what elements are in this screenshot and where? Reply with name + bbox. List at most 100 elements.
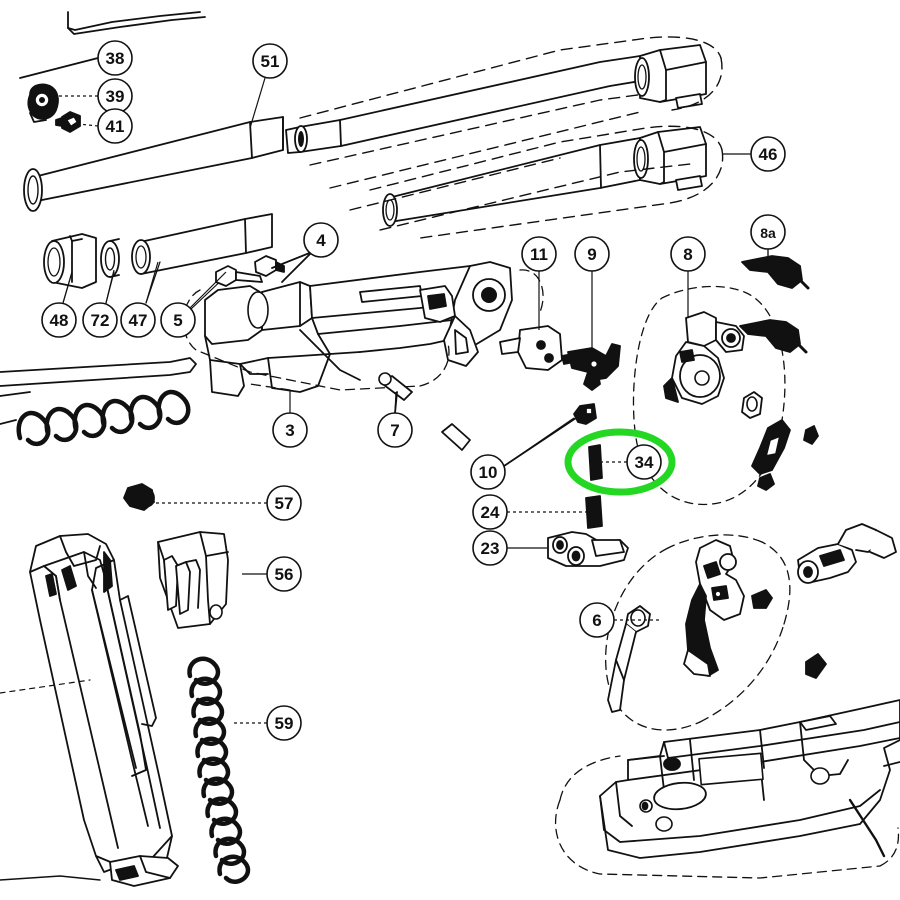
callout-bubble-47[interactable] <box>120 302 156 338</box>
callout-bubble-51[interactable] <box>252 43 288 79</box>
callout-leader-72 <box>105 269 115 304</box>
callout-51[interactable]: 51 <box>249 43 288 129</box>
callout-bubble-24[interactable] <box>472 494 508 530</box>
callout-3[interactable]: 3 <box>272 390 308 448</box>
callout-bubble-7[interactable] <box>377 412 413 448</box>
callout-bubble-38[interactable] <box>97 40 133 76</box>
callout-label-72: 72 <box>91 311 110 330</box>
callout-leader-10 <box>503 417 575 467</box>
callout-bubble-56[interactable] <box>266 556 302 592</box>
callout-label-7: 7 <box>390 421 399 440</box>
callout-6[interactable]: 6 <box>579 602 662 638</box>
part-3-chamber-body <box>204 261 513 397</box>
part-8-group-outline <box>632 285 786 506</box>
callout-bubble-48[interactable] <box>41 302 77 338</box>
callout-8a[interactable]: 8a <box>750 214 786 268</box>
callout-41[interactable]: 41 <box>77 108 133 144</box>
callout-bubble-72[interactable] <box>82 302 118 338</box>
callout-9[interactable]: 9 <box>574 236 610 352</box>
callout-label-11: 11 <box>530 245 548 264</box>
callout-8[interactable]: 8 <box>670 236 706 318</box>
callout-72[interactable]: 72 <box>82 269 118 338</box>
part-6-disconnector <box>751 523 897 609</box>
part-41-screw <box>55 111 81 133</box>
callout-bubble-8a[interactable] <box>750 214 786 250</box>
callout-bubble-11[interactable] <box>521 236 557 272</box>
part-9-sear <box>561 343 621 391</box>
callout-bubble-3[interactable] <box>272 412 308 448</box>
part-72-oring <box>100 238 120 278</box>
callout-label-23: 23 <box>481 539 500 558</box>
part-59-magazine-spring <box>187 656 251 884</box>
part-56-follower <box>157 531 229 629</box>
callout-bubble-9[interactable] <box>574 236 610 272</box>
callout-10[interactable]: 10 <box>470 417 575 490</box>
lower-tube-outline <box>349 125 724 239</box>
lower-receiver <box>599 699 900 859</box>
callout-label-5: 5 <box>173 311 182 330</box>
callout-bubble-57[interactable] <box>266 485 302 521</box>
part-47-inner-barrel <box>131 213 273 275</box>
callout-label-8: 8 <box>683 245 692 264</box>
magazine-body <box>29 533 173 879</box>
magazine-baseplate <box>109 855 179 887</box>
callout-34[interactable]: 34 <box>602 444 662 480</box>
callout-47[interactable]: 47 <box>120 261 159 338</box>
callout-bubble-5[interactable] <box>160 302 196 338</box>
callout-label-8a: 8a <box>760 225 776 241</box>
callout-bubble-10[interactable] <box>470 454 506 490</box>
callout-39[interactable]: 39 <box>45 78 133 114</box>
part-11-lever <box>499 325 563 371</box>
part-48-bushing <box>43 233 97 289</box>
callout-bubble-4[interactable] <box>303 222 339 258</box>
part-24-pin <box>585 495 603 529</box>
callout-leader-7 <box>394 391 397 414</box>
callout-bubble-6[interactable] <box>579 602 615 638</box>
callout-46[interactable]: 46 <box>722 136 786 172</box>
callout-leader-5 <box>187 271 227 311</box>
callout-4[interactable]: 4 <box>271 222 339 269</box>
recoil-spring-assembly <box>0 357 197 447</box>
callout-bubble-34[interactable] <box>626 444 662 480</box>
muzzle-block-lower <box>382 126 707 227</box>
part-51-outer-barrel <box>23 116 284 212</box>
callout-label-4: 4 <box>316 231 326 250</box>
callout-label-24: 24 <box>481 503 500 522</box>
callout-56[interactable]: 56 <box>242 556 302 592</box>
muzzle-block-upper <box>634 44 707 109</box>
part-6-pins-and-levers <box>607 605 827 713</box>
callout-bubble-41[interactable] <box>97 108 133 144</box>
callout-59[interactable]: 59 <box>232 705 302 741</box>
lower-left-detail <box>0 875 101 881</box>
callout-layer: 38 39 41 51 46 48 72 47 5 4 3 7 11 9 8 8a 10 34 24 23 6 57 56 5… <box>19 40 786 741</box>
callout-leader-4 <box>271 251 313 269</box>
callout-bubble-23[interactable] <box>472 530 508 566</box>
part-8-small-pieces <box>741 391 819 491</box>
callout-11[interactable]: 11 <box>521 236 557 330</box>
upper-tube-outline <box>299 36 722 189</box>
callout-bubble-59[interactable] <box>266 705 302 741</box>
callout-38[interactable]: 38 <box>19 40 133 79</box>
callout-5[interactable]: 5 <box>160 271 227 338</box>
barrel-extension-top <box>285 55 647 154</box>
callout-label-48: 48 <box>50 311 69 330</box>
callout-24[interactable]: 24 <box>472 494 588 530</box>
callout-label-38: 38 <box>106 49 125 68</box>
part-4-pins <box>215 251 313 287</box>
part-8-internal-spring <box>739 319 808 354</box>
magazine-leader <box>0 679 91 694</box>
part-39-fitting <box>27 83 59 123</box>
callout-48[interactable]: 48 <box>41 271 77 338</box>
callout-23[interactable]: 23 <box>472 530 548 566</box>
part-34-pin <box>588 444 603 481</box>
callout-57[interactable]: 57 <box>155 485 302 521</box>
line-art-layer <box>0 11 900 887</box>
callout-label-41: 41 <box>106 117 125 136</box>
highlight-ellipse-callout-34 <box>564 428 676 496</box>
callout-7[interactable]: 7 <box>377 391 413 448</box>
callout-bubble-8[interactable] <box>670 236 706 272</box>
callout-leader-51 <box>249 77 266 129</box>
callout-label-51: 51 <box>261 52 280 71</box>
callout-label-34: 34 <box>635 453 654 472</box>
callout-bubble-46[interactable] <box>750 136 786 172</box>
